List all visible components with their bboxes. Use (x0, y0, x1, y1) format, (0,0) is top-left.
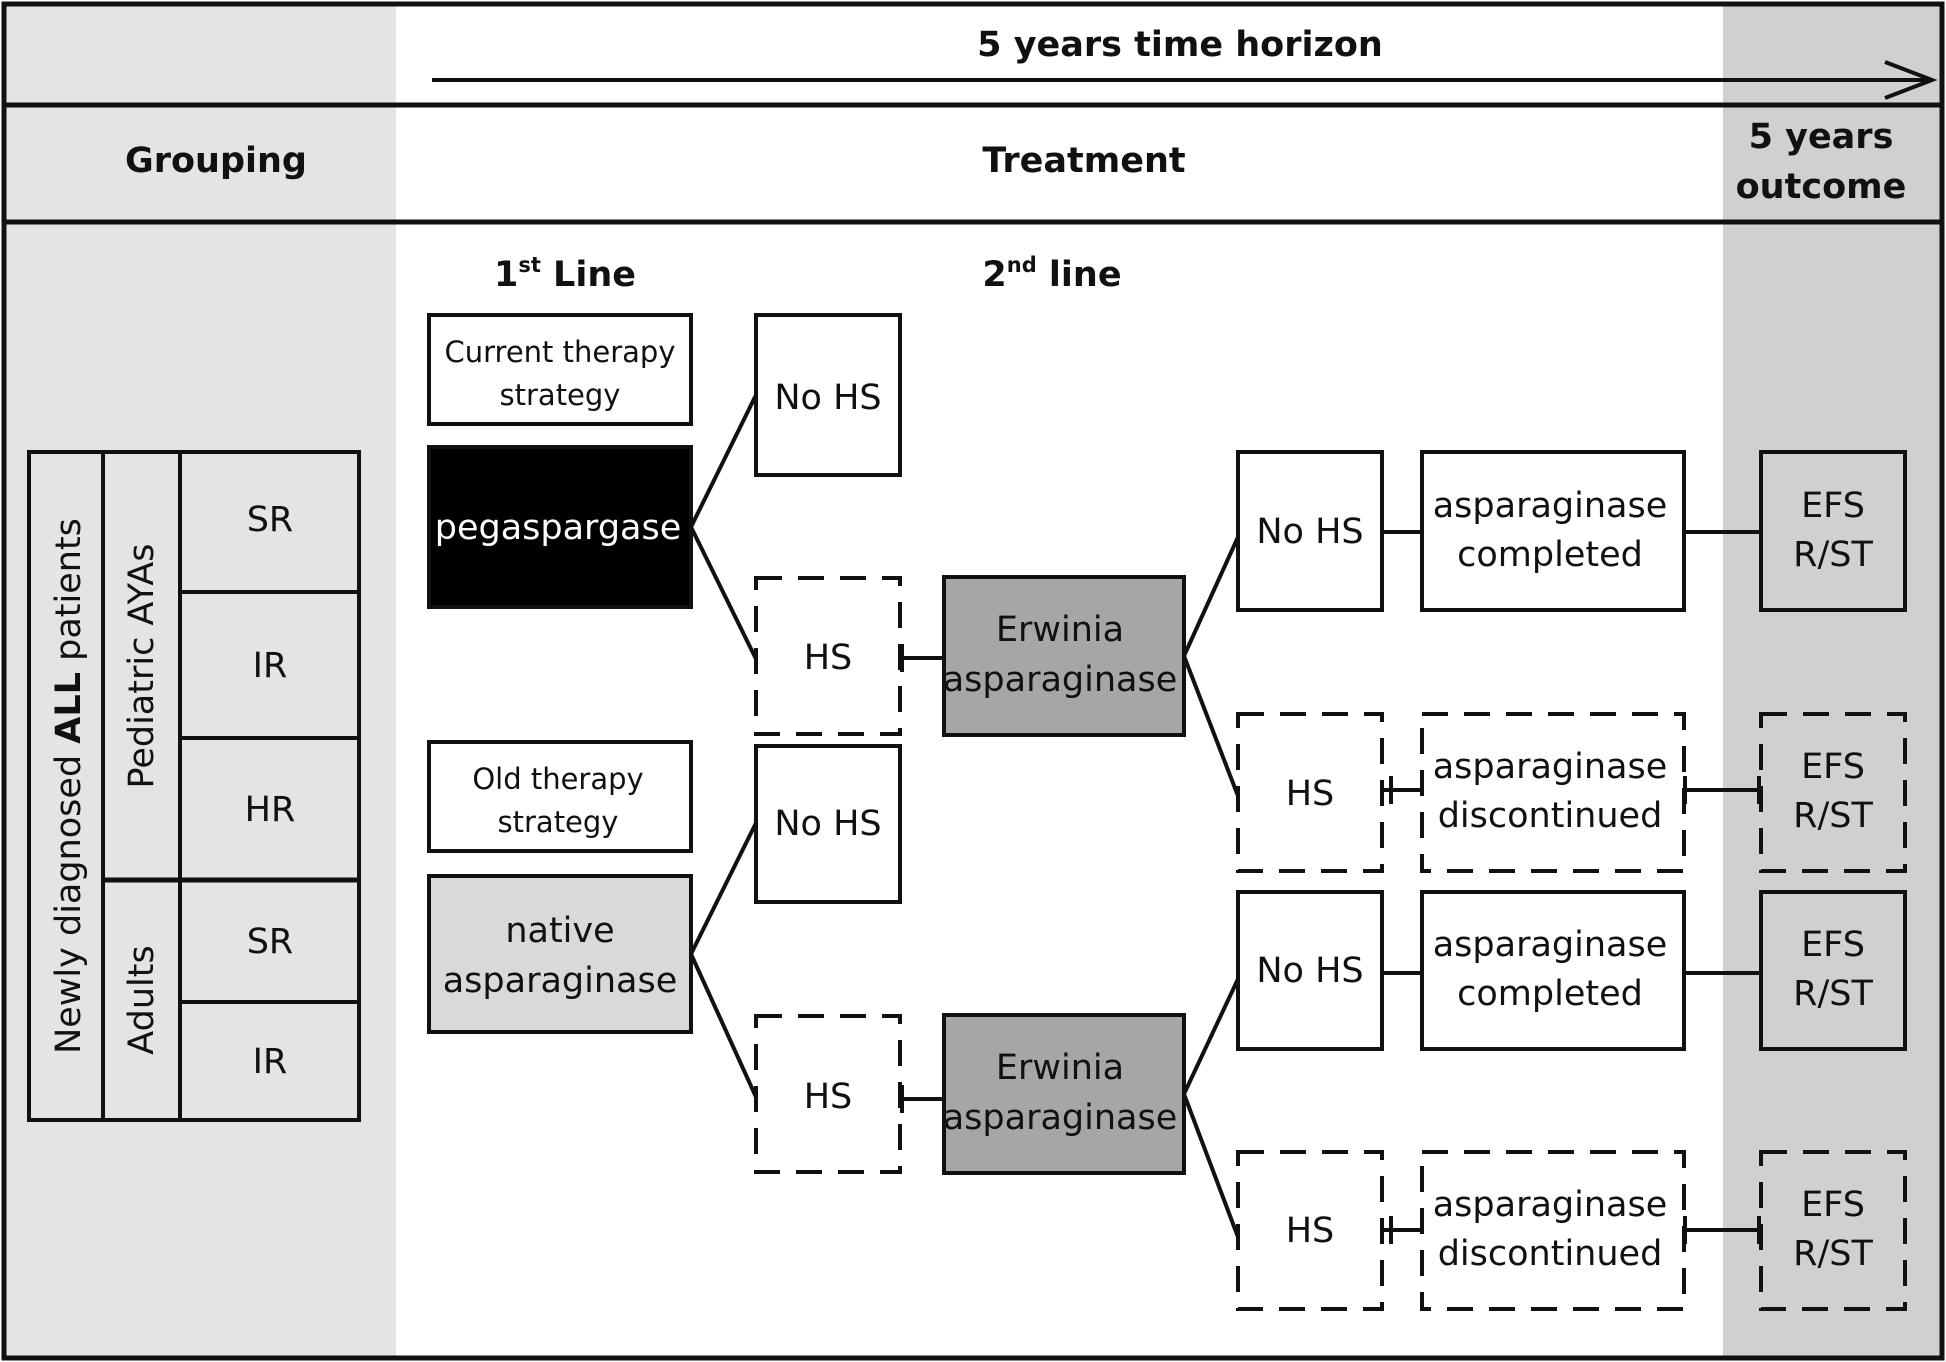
completed-b-line2: completed (1457, 974, 1643, 1014)
erwinia-box-top (942, 575, 1186, 737)
native-line1: native (505, 911, 614, 951)
outcome-b-line2: R/ST (1793, 796, 1873, 836)
no-hs-label-2b: No HS (1256, 951, 1363, 991)
pegaspargase-box (427, 445, 693, 609)
discontinued-a-line2: discontinued (1438, 796, 1663, 836)
completed-a-line2: completed (1457, 535, 1643, 575)
adults-label: Adults (122, 945, 162, 1054)
grouping-header: Grouping (125, 141, 307, 181)
no-hs-label-top: No HS (774, 378, 881, 418)
no-hs-box-2a (1236, 450, 1384, 612)
grouping-table (27, 450, 361, 1122)
completed-box-b (1420, 890, 1686, 1051)
pegaspargase-label: pegaspargase (435, 508, 682, 548)
outcome-header-line2: outcome (1736, 167, 1907, 207)
status-connectors (1382, 530, 1422, 1244)
population-label: Newly diagnosed ALL patients (49, 518, 89, 1054)
old-strategy-line2: strategy (498, 805, 619, 839)
no-hs-box-top (754, 313, 902, 477)
discontinued-b-line1: asparaginase (1433, 1185, 1668, 1225)
completed-b-line1: asparaginase (1433, 925, 1668, 965)
discontinued-box-b (1420, 1150, 1686, 1311)
time-arrow (432, 60, 1938, 100)
outcome-box-d (1759, 1150, 1907, 1311)
outcome-d-line1: EFS (1801, 1185, 1865, 1225)
pediatric-ayas-label: Pediatric AYAs (122, 543, 162, 788)
outcome-box-b (1759, 712, 1907, 873)
discontinued-box-a (1420, 712, 1686, 873)
outcome-c-line1: EFS (1801, 925, 1865, 965)
pediatric-risk-sr: SR (247, 500, 294, 540)
outcome-header-line1: 5 years (1749, 117, 1894, 157)
hs-label-2a: HS (1286, 774, 1335, 814)
adult-risk-ir: IR (253, 1042, 288, 1082)
outcome-a-line2: R/ST (1793, 535, 1873, 575)
hs-label-bottom: HS (804, 1077, 853, 1117)
outcome-b-line1: EFS (1801, 747, 1865, 787)
hs-to-erwinia-connectors (900, 644, 944, 1113)
pediatric-risk-hr: HR (245, 790, 296, 830)
outcome-panel-background (1723, 4, 1942, 1358)
discontinued-b-line2: discontinued (1438, 1234, 1663, 1274)
no-hs-box-bottom (754, 744, 902, 904)
erwinia-box-bottom (942, 1013, 1186, 1175)
time-horizon-label: 5 years time horizon (977, 25, 1383, 65)
hs-box-2b (1236, 1150, 1384, 1311)
second-line-label: 2nd line (982, 253, 1121, 295)
hs-label-top: HS (804, 638, 853, 678)
old-strategy-line1: Old therapy (472, 762, 643, 796)
pediatric-risk-ir: IR (253, 646, 288, 686)
outcome-a-line1: EFS (1801, 486, 1865, 526)
current-strategy-line1: Current therapy (445, 335, 676, 369)
no-hs-label-bottom: No HS (774, 804, 881, 844)
current-strategy-line2: strategy (500, 378, 621, 412)
native-line2: asparaginase (443, 961, 678, 1001)
first-line-connectors (689, 394, 758, 1098)
outcome-connectors (1683, 530, 1761, 1244)
discontinued-a-line1: asparaginase (1433, 747, 1668, 787)
hs-box-top (754, 576, 902, 736)
erwinia-bottom-line1: Erwinia (996, 1048, 1124, 1088)
grouping-panel-background (4, 4, 396, 1358)
no-hs-label-2a: No HS (1256, 512, 1363, 552)
native-asparaginase-box (427, 874, 693, 1034)
outcome-d-line2: R/ST (1793, 1234, 1873, 1274)
old-strategy-box (427, 740, 693, 853)
no-hs-box-2b (1236, 890, 1384, 1051)
completed-a-line1: asparaginase (1433, 486, 1668, 526)
hs-label-2b: HS (1286, 1211, 1335, 1251)
adult-risk-sr: SR (247, 922, 294, 962)
treatment-header: Treatment (982, 141, 1185, 181)
first-line-label: 1st Line (494, 253, 636, 295)
erwinia-connectors (1182, 536, 1240, 1238)
hs-box-2a (1236, 712, 1384, 873)
outcome-box-a (1759, 450, 1907, 612)
erwinia-top-line2: asparaginase (943, 660, 1178, 700)
outcome-box-c (1759, 890, 1907, 1051)
current-strategy-box (427, 313, 693, 426)
completed-box-a (1420, 450, 1686, 612)
outcome-c-line2: R/ST (1793, 974, 1873, 1014)
erwinia-bottom-line2: asparaginase (943, 1098, 1178, 1138)
erwinia-top-line1: Erwinia (996, 610, 1124, 650)
